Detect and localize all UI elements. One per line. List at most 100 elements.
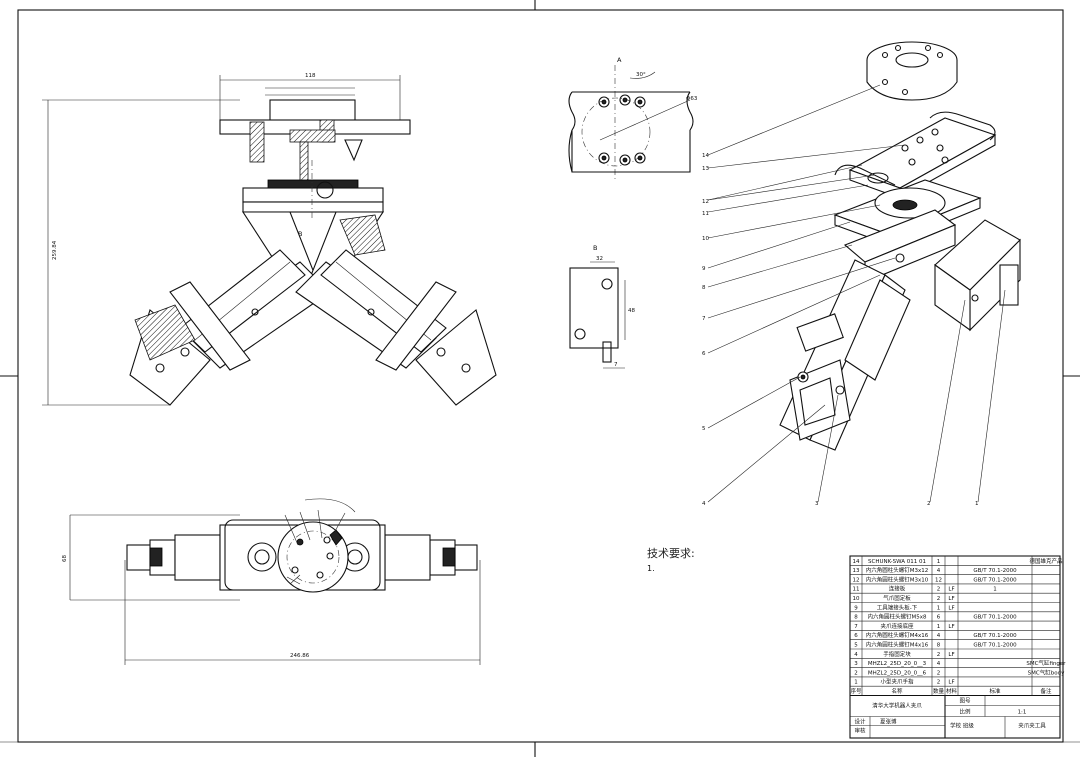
bom-row-6-name: 内六角圆柱头螺钉M4x16 [866, 631, 929, 639]
bom-header-note: 备注 [1040, 687, 1052, 695]
bom-row-7-mat: LF [948, 624, 954, 630]
bom-row-8-name: 内六角圆柱头螺钉M5x8 [868, 613, 928, 621]
bom-row-9-name: 工具端接头板-下 [877, 603, 918, 611]
bom-row-6-std: GB/T 70.1-2000 [973, 633, 1017, 639]
callout-9: 9 [702, 266, 706, 272]
bom-row-3-name: MHZL2_25D_20_0__3 [868, 661, 927, 667]
bom-row-6-qty: 4 [937, 633, 941, 639]
bom-row-9-no: 9 [854, 605, 858, 611]
bom-row-13-name: 内六角圆柱头螺钉M3x12 [866, 566, 929, 574]
bom-row-11-name: 连接板 [889, 585, 906, 593]
bom-row-12-no: 12 [853, 577, 860, 583]
bom-row-4-no: 4 [854, 652, 858, 658]
bom-row-11-mat: LF [948, 587, 954, 593]
label-ratio: 比例 [959, 708, 971, 716]
label-school: 学校 班级 [950, 722, 974, 730]
bom-row-11-no: 11 [853, 587, 860, 593]
callout-10: 10 [702, 236, 709, 242]
tech-req-title: 技术要求: [647, 547, 695, 560]
dim-b-height: 48 [628, 308, 635, 314]
bom-row-12-name: 内六角圆柱头螺钉M3x10 [866, 575, 929, 583]
bom-header-std: 标准 [989, 687, 1001, 695]
bom-row-14-note: 德国雄克产品 [1029, 557, 1063, 565]
front-view: 118 259.84 B [42, 73, 497, 406]
dim-height: 259.84 [52, 240, 58, 260]
bom-row-1-name: 小型夹爪手指 [880, 678, 914, 686]
callout-1: 1 [975, 501, 979, 507]
bom-row-5-qty: 8 [937, 643, 941, 649]
front-view-label: B [298, 230, 302, 238]
bom-row-7-qty: 1 [937, 624, 941, 630]
bom-row-9-mat: LF [948, 605, 954, 611]
isometric-view [779, 41, 1021, 451]
product-name: 夹爪夹工具 [1018, 722, 1046, 730]
bom-row-3-note: SMC气缸finger [1026, 659, 1066, 667]
bom-row-8-qty: 6 [937, 615, 941, 621]
callout-5: 5 [702, 426, 706, 432]
label-drawing-no: 图号 [959, 697, 971, 705]
bom-row-7-no: 7 [854, 624, 858, 630]
bom-row-1-mat: LF [948, 680, 954, 686]
bom-row-1-qty: 2 [937, 680, 941, 686]
bom-row-5-no: 5 [854, 643, 858, 649]
callout-14: 14 [702, 153, 709, 159]
designer-name: 夏张博 [880, 718, 897, 726]
bom-row-10-name: 气爪固定板 [883, 594, 911, 602]
callout-8: 8 [702, 285, 706, 291]
bom-row-4-qty: 2 [937, 652, 941, 658]
bom-row-12-std: GB/T 70.1-2000 [973, 577, 1017, 583]
callout-3: 3 [815, 501, 819, 507]
bom-row-10-qty: 2 [937, 596, 941, 602]
bom-row-13-no: 13 [853, 568, 860, 574]
section-b-label: B [593, 244, 597, 252]
bom-row-5-name: 内六角圆柱头螺钉M4x16 [866, 641, 929, 649]
dim-bottom-height: 68 [62, 555, 68, 562]
dim-top-width: 118 [305, 73, 316, 79]
dim-a-angle: 30° [636, 72, 646, 78]
bom-row-2-note: SMC气缸body [1028, 668, 1065, 676]
bom-row-14-qty: 1 [937, 559, 941, 565]
bom-row-12-qty: 12 [935, 577, 942, 583]
bom-header-mat: 材料 [946, 687, 958, 695]
ratio-value: 1:1 [1018, 710, 1027, 716]
dim-b-tail: 7 [614, 362, 618, 368]
dim-bottom-width: 246.86 [290, 653, 310, 659]
tech-requirements: 技术要求: 1. [647, 547, 695, 573]
bom-header-name: 名称 [891, 687, 903, 695]
label-check: 审核 [854, 727, 866, 735]
callout-labels: 14 13 12 11 10 9 8 7 6 5 4 3 2 1 [702, 153, 979, 507]
tech-req-item-1: 1. [647, 564, 655, 573]
callout-13: 13 [702, 166, 709, 172]
bom-row-4-mat: LF [948, 652, 954, 658]
dim-b-width: 32 [596, 256, 603, 262]
callout-12: 12 [702, 199, 709, 205]
dim-a-dia: Φ63 [686, 96, 698, 102]
callout-2: 2 [927, 501, 931, 507]
leader-lines [707, 84, 1006, 503]
bom-row-3-qty: 4 [937, 661, 941, 667]
drawing-title: 清华大学机器人夹爪 [872, 702, 922, 710]
section-b-view: B 32 48 7 [569, 244, 635, 369]
section-a-label: A [617, 56, 622, 64]
bom-row-1-no: 1 [854, 680, 858, 686]
top-view: 68 246.86 [62, 498, 481, 665]
callout-7: 7 [702, 316, 706, 322]
bom-row-2-no: 2 [854, 670, 858, 676]
section-a-view: A Φ63 30° [568, 56, 698, 180]
callout-11: 11 [702, 211, 709, 217]
bom-row-13-qty: 4 [937, 568, 941, 574]
label-design: 设计 [854, 718, 866, 726]
bom-row-7-name: 夹爪连接底座 [880, 622, 914, 630]
bom-row-14-name: SCHUNK-SWA 011 01 [868, 559, 926, 565]
callout-4: 4 [702, 501, 706, 507]
bom-row-11-qty: 2 [937, 587, 941, 593]
bom-row-6-no: 6 [854, 633, 858, 639]
bom-row-4-name: 手指固定块 [883, 650, 911, 658]
bom-row-10-no: 10 [853, 596, 860, 602]
bom-row-8-no: 8 [854, 615, 858, 621]
bom-row-2-name: MHZL2_25D_20_0__6 [868, 670, 927, 676]
bom-row-14-no: 14 [853, 559, 860, 565]
bom-header-qty: 数量 [933, 687, 945, 695]
